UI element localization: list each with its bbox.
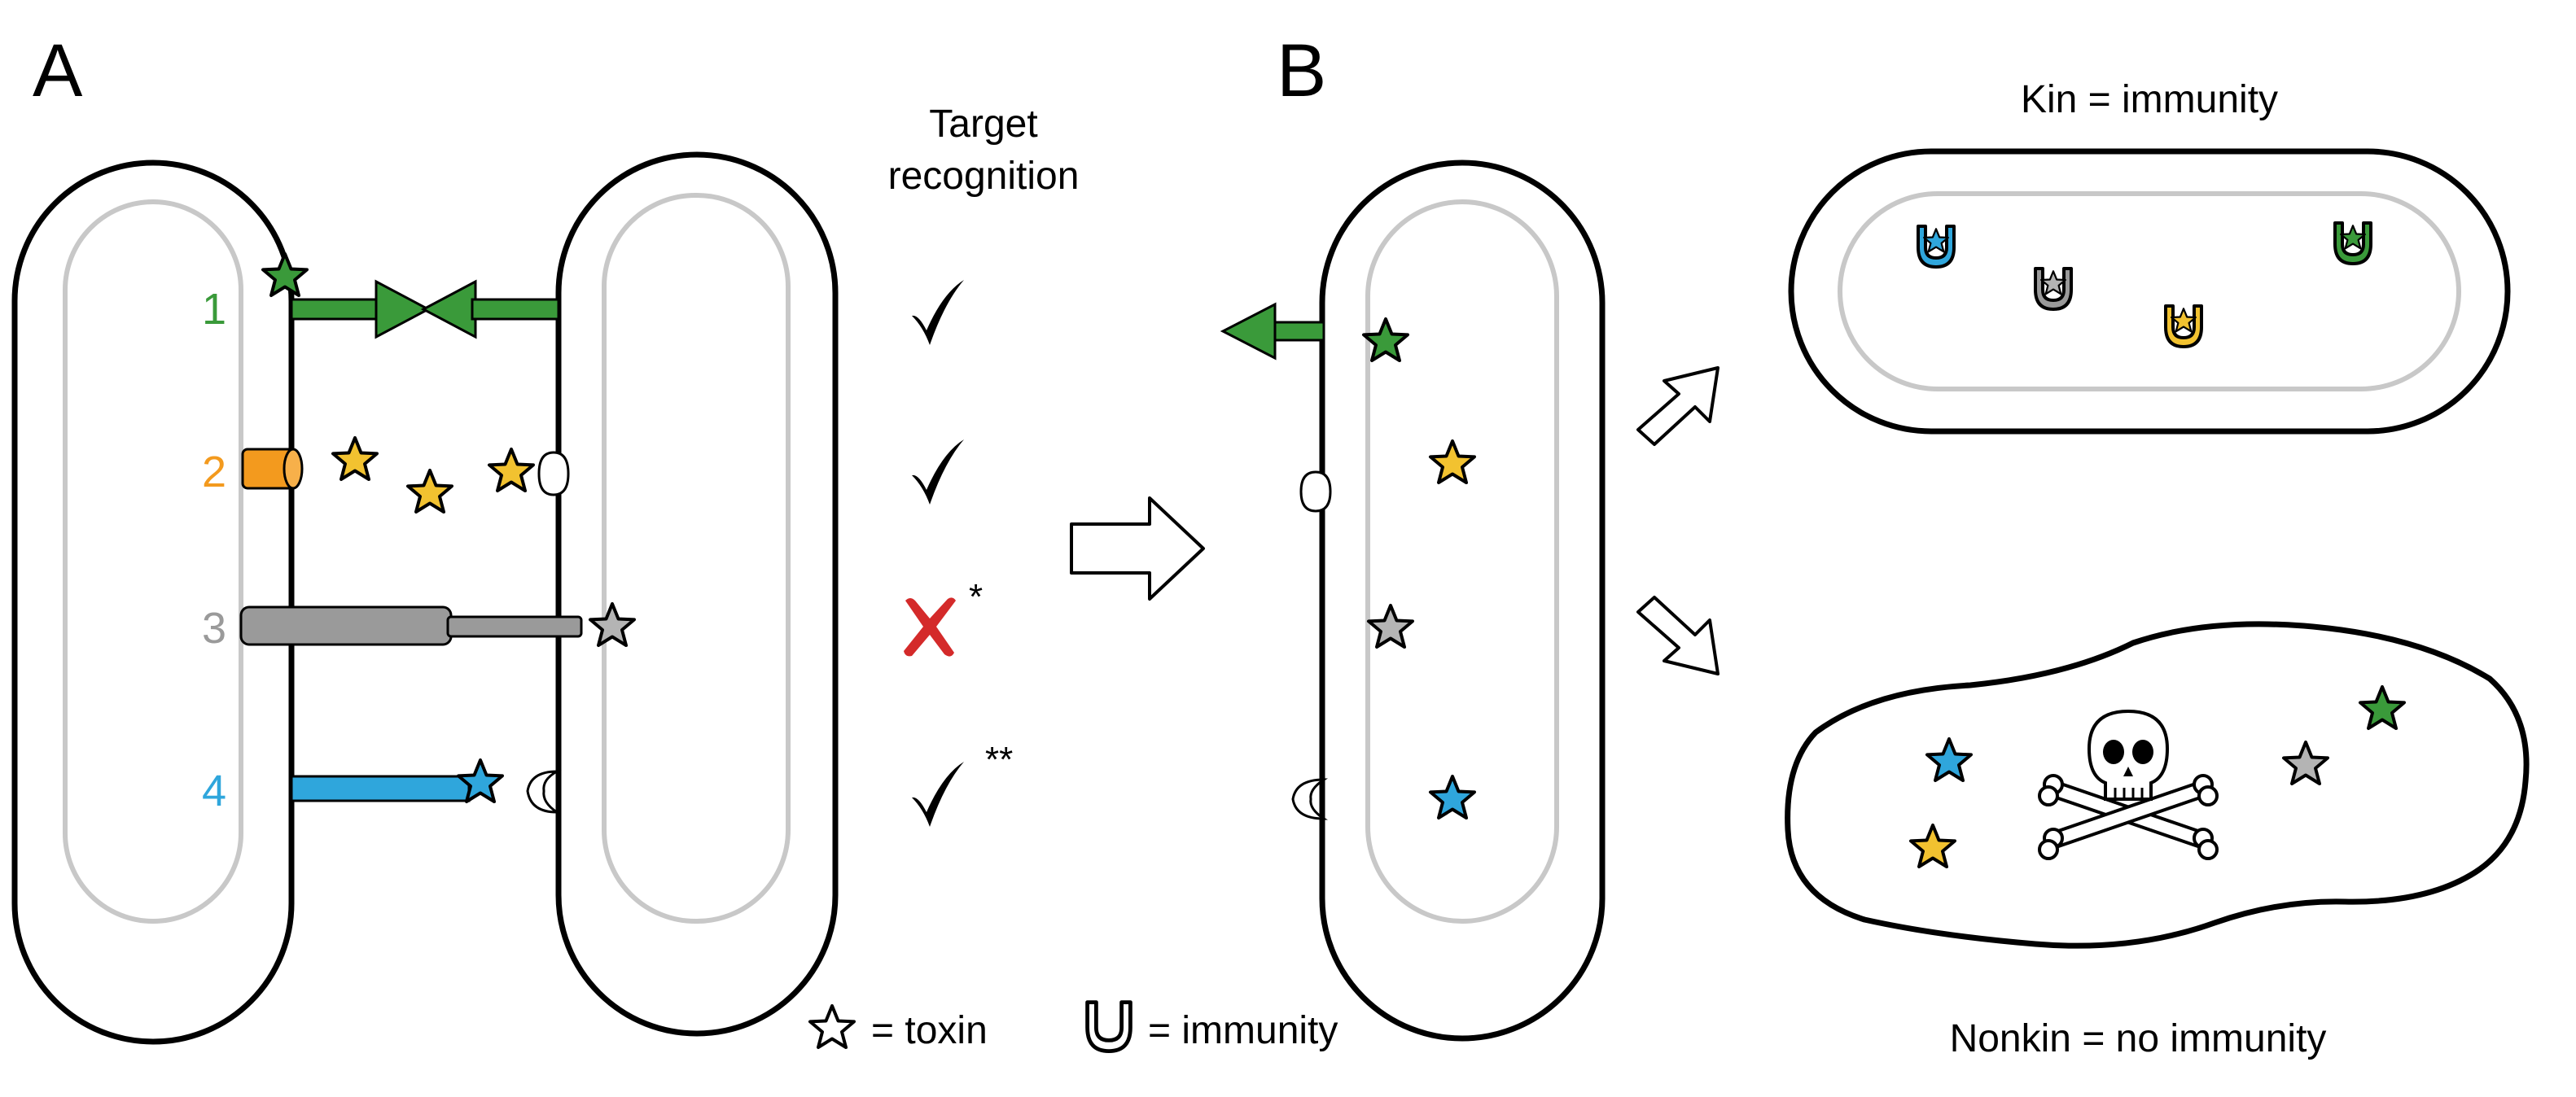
cell-left xyxy=(11,160,295,1045)
immunity-blue-complex xyxy=(1917,225,1956,269)
row-4-rod-system xyxy=(290,758,562,814)
check-icon-row-1 xyxy=(912,280,964,345)
receptor-row-4 xyxy=(526,770,562,814)
check-icon-row-4 xyxy=(912,762,964,827)
immunity-green-complex xyxy=(2333,221,2372,265)
transition-arrow xyxy=(1070,496,1205,601)
legend-toxin-label: = toxin xyxy=(871,1009,988,1052)
cell-attacker-inner-membrane xyxy=(1365,199,1559,924)
cell-kin xyxy=(1788,148,2511,435)
check-icon-row-2 xyxy=(912,439,964,505)
toxin-star-gold-1 xyxy=(331,436,379,481)
panel-b-label: B xyxy=(1277,29,1326,112)
toxin-star-gold-3 xyxy=(488,448,535,492)
row-2-secretion-system xyxy=(241,436,570,514)
row-3-needle-system xyxy=(239,602,636,647)
row-number-4: 4 xyxy=(202,767,226,815)
row-4-note: ** xyxy=(985,740,1013,780)
receptor-attacker-4 xyxy=(1291,778,1328,820)
cross-icon-row-3 xyxy=(904,597,956,657)
row-1-contact-system xyxy=(261,252,560,339)
attacker-contact-arrow xyxy=(1220,302,1325,361)
legend-immunity-icon xyxy=(1088,1003,1131,1051)
cell-left-inner-membrane xyxy=(63,199,243,924)
legend-immunity-label: = immunity xyxy=(1148,1009,1338,1052)
kin-label: Kin = immunity xyxy=(2021,78,2278,121)
target-recognition-header-line2: recognition xyxy=(888,155,1080,198)
row-number-1: 1 xyxy=(202,285,226,334)
immunity-gray-complex xyxy=(2034,267,2073,311)
legend-toxin-icon xyxy=(808,1004,856,1049)
immunity-gold-complex xyxy=(2164,304,2203,348)
receptor-row-2 xyxy=(537,451,570,496)
row-number-2: 2 xyxy=(202,448,226,496)
target-recognition-header-line1: Target xyxy=(929,103,1037,146)
receptor-attacker-2 xyxy=(1299,470,1332,513)
panel-a-label: A xyxy=(33,29,83,112)
skull-crossbones-icon xyxy=(2038,709,2219,860)
cell-nonkin-lysed xyxy=(1785,621,2530,949)
toxin-star-gold-2 xyxy=(406,469,453,514)
outcome-arrow-kin xyxy=(1636,366,1720,446)
cell-right xyxy=(555,151,839,1037)
cell-attacker xyxy=(1319,160,1606,1042)
row-number-3: 3 xyxy=(202,604,226,653)
nonkin-label: Nonkin = no immunity xyxy=(1950,1017,2327,1060)
outcome-arrow-nonkin xyxy=(1636,596,1720,675)
row-3-note: * xyxy=(969,577,983,617)
cell-right-inner-membrane xyxy=(602,193,791,924)
cell-kin-inner-membrane xyxy=(1838,191,2461,391)
